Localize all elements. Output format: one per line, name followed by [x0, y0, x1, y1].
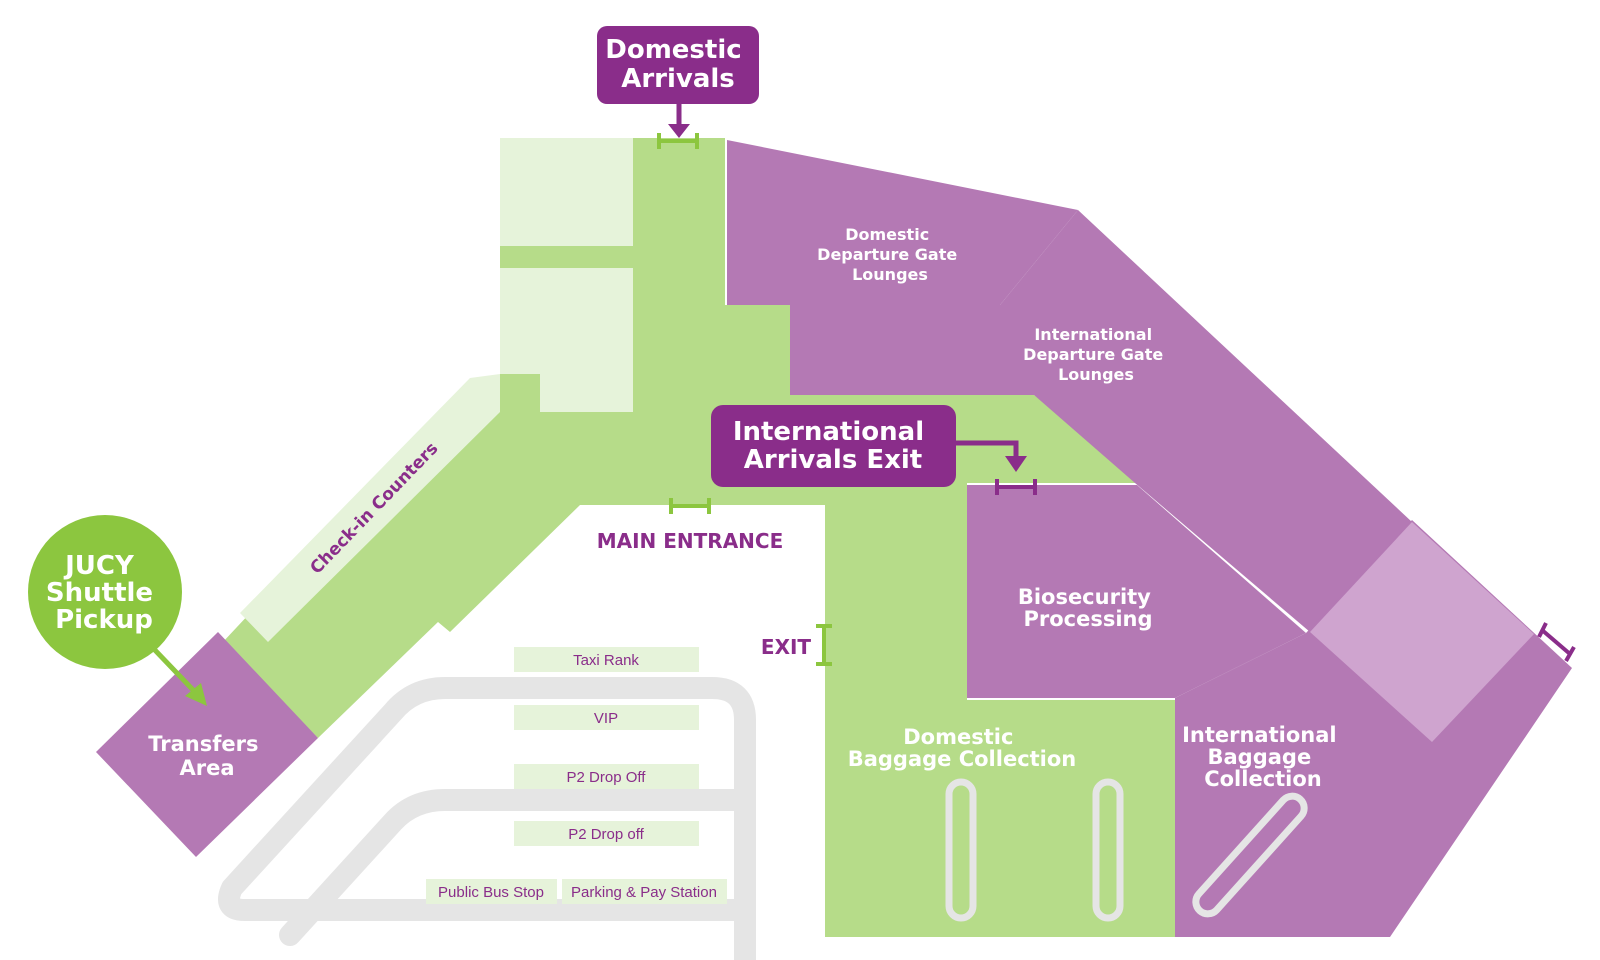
taxi-rank-label: Taxi Rank [573, 652, 639, 669]
carousel-1 [945, 778, 977, 922]
light-purple-room [1310, 522, 1534, 742]
domestic-departure-label: Domestic Departure Gate Lounges [817, 225, 963, 284]
domestic-baggage-label: Domestic Baggage Collection [848, 725, 1077, 771]
svg-text:International Arrivals E: International Arrivals Exit [733, 417, 933, 475]
svg-text:Domestic Arrivals: Domestic Arrivals [605, 35, 750, 94]
international-arrivals-callout: International Arrivals Exit [711, 405, 1027, 487]
domestic-arrivals-callout: Domestic Arrivals [597, 26, 759, 138]
main-entrance-door [669, 498, 711, 514]
international-side-door [1537, 622, 1576, 662]
baggage-carousels [945, 778, 1308, 922]
restricted-zones [96, 140, 1572, 937]
ground-transport-zones: Taxi Rank VIP P2 Drop Off P2 Drop off Pu… [426, 647, 727, 904]
check-in-rooms [240, 138, 633, 642]
jucy-shuttle-callout: JUCY Shuttle Pickup [28, 515, 207, 706]
international-arrivals-door [995, 479, 1037, 495]
door-markers [657, 133, 1576, 666]
p2-drop-off-label-1: P2 Drop Off [567, 769, 647, 786]
access-road [218, 677, 756, 960]
exit-door [816, 624, 832, 666]
international-departure-zone [790, 210, 1412, 632]
domestic-arrivals-door [657, 133, 699, 149]
transfers-label: Transfers Area [148, 732, 266, 780]
domestic-departure-zone [727, 140, 1078, 305]
transfers-zone [96, 632, 318, 857]
exit-label: EXIT [761, 635, 812, 659]
international-departure-label: International Departure Gate Lounges [1023, 325, 1169, 384]
international-baggage-label: International Baggage Collection [1182, 723, 1344, 791]
public-bus-stop-label: Public Bus Stop [438, 884, 544, 901]
carousel-3 [1192, 792, 1308, 918]
svg-text:JUCY Shuttle Picku: JUCY Shuttle Pickup [46, 551, 162, 635]
vip-label: VIP [594, 710, 618, 727]
parking-pay-station-label: Parking & Pay Station [571, 884, 717, 901]
biosecurity-label: Biosecurity Processing [1018, 585, 1158, 631]
biosecurity-zone [967, 485, 1306, 698]
main-entrance-label: MAIN ENTRANCE [597, 529, 784, 553]
carousel-2 [1092, 778, 1124, 922]
p2-drop-off-label-2: P2 Drop off [568, 826, 644, 843]
